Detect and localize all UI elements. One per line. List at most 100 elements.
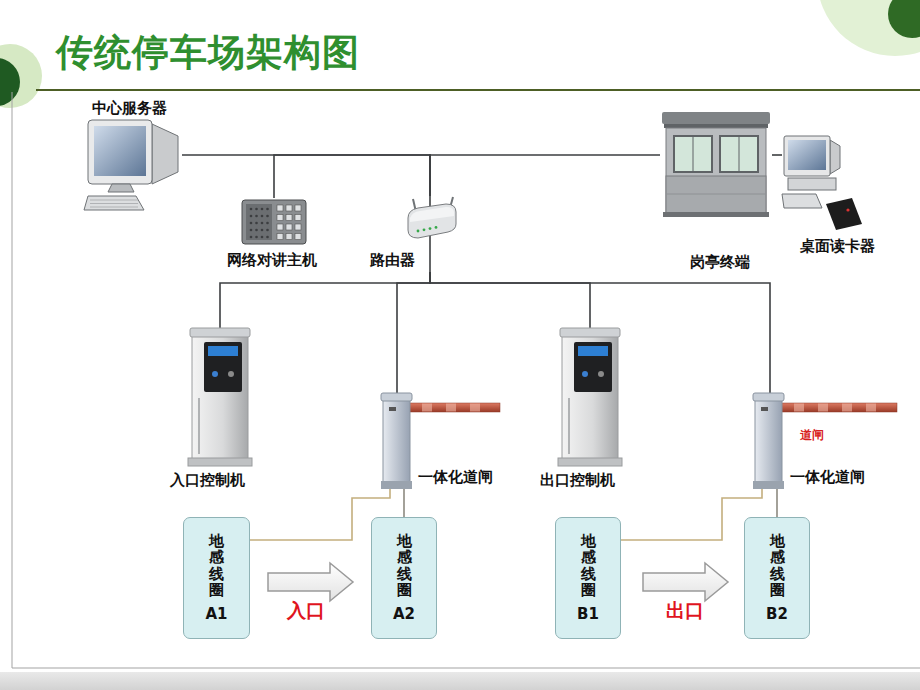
keypad-button (277, 205, 283, 211)
speaker-hole (255, 229, 258, 232)
footer-band (0, 672, 920, 690)
desktop-case (788, 178, 836, 190)
loop-code: B1 (577, 604, 599, 624)
direction-arrow (268, 563, 353, 601)
network-cable (430, 272, 590, 328)
corner-ornament (817, 0, 920, 56)
monitor-bezel (88, 120, 152, 184)
loop-code: B2 (766, 604, 788, 624)
window-frame (739, 136, 740, 172)
keyboard-keys (90, 200, 138, 201)
ground-loop: 地感线圈B1 (555, 517, 621, 639)
speaker-hole (255, 208, 258, 211)
kiosk-display (578, 346, 608, 356)
speaker-hole (255, 222, 258, 225)
device-label: 岗亭终端 (690, 252, 750, 272)
booth-eave (664, 124, 768, 128)
guard-booth-terminal: 岗亭终端 (660, 108, 772, 274)
speaker-hole (250, 229, 253, 232)
entry-controller: 入口控制机 (168, 328, 268, 492)
device-label: 出口控制机 (540, 470, 615, 490)
keyboard (782, 194, 822, 208)
corner-ornament (0, 58, 20, 106)
kiosk-button (582, 371, 588, 377)
speaker-hole (255, 236, 258, 239)
keypad-button (295, 224, 301, 230)
barrier-column (383, 399, 410, 483)
router: 路由器 (370, 196, 460, 272)
device-label: 路由器 (370, 250, 415, 270)
arm-stripe (794, 404, 804, 412)
arm-stripe (818, 404, 828, 412)
network-cable (430, 155, 660, 196)
speaker-hole (250, 222, 253, 225)
loop-code: A1 (205, 604, 227, 624)
speaker-hole (266, 215, 269, 218)
keypad-button (286, 224, 292, 230)
monitor-back (152, 124, 178, 184)
keypad-button (295, 215, 301, 221)
arm-stripe (866, 404, 876, 412)
loop-name: 地感线圈 (770, 533, 785, 599)
device-label: 入口控制机 (170, 470, 245, 490)
booth-window (720, 136, 758, 172)
network-cable (220, 272, 430, 328)
loop-wire (403, 489, 405, 517)
booth-panel (666, 176, 766, 214)
kiosk-head (204, 342, 242, 392)
kiosk-head (574, 342, 612, 392)
loop-code: A2 (393, 604, 415, 624)
arm-stripe (470, 404, 480, 412)
ground-loop: 地感线圈A2 (371, 517, 437, 639)
barrier-lamp (761, 407, 768, 411)
keypad-button (277, 224, 283, 230)
direction-label: 入口 (287, 598, 325, 624)
booth-base (663, 212, 769, 217)
keyboard (84, 196, 144, 210)
status-light (435, 226, 438, 229)
kiosk-body (562, 334, 618, 462)
booth-icon (660, 108, 772, 272)
direction-arrow (643, 563, 728, 601)
ground-loop: 地感线圈 B2 (744, 517, 810, 639)
network-cable (182, 155, 430, 196)
speaker-hole (255, 215, 258, 218)
loop-wire (776, 489, 778, 517)
speaker-hole (261, 236, 264, 239)
barrier-base (381, 481, 412, 489)
keypad-button (295, 205, 301, 211)
keypad-button (277, 215, 283, 221)
status-light (423, 228, 426, 231)
intercom-host: 网络对讲主机 (216, 198, 328, 272)
network-cable (772, 154, 782, 156)
speaker-hole (261, 229, 264, 232)
barrier-arm (408, 403, 500, 412)
arm-stripe (446, 404, 456, 412)
keypad-button (286, 215, 292, 221)
kiosk-icon (168, 328, 268, 492)
speaker-hole (250, 236, 253, 239)
barrier-lamp (389, 407, 396, 411)
arm-stripe (842, 404, 852, 412)
kiosk-base (188, 458, 252, 466)
barrier-cap (753, 393, 784, 401)
frame-line (12, 668, 920, 669)
barrier-column (755, 399, 782, 483)
desktop-card-reader: 桌面读卡器 (782, 130, 892, 258)
speaker-hole (250, 208, 253, 211)
device-label: 桌面读卡器 (800, 236, 875, 256)
device-label: 一体化道闸 (790, 467, 865, 487)
keypad-button (286, 205, 292, 211)
router-body (408, 204, 456, 238)
monitor-screen (788, 140, 826, 170)
speaker-grille (246, 204, 272, 240)
keypad-button (277, 234, 283, 240)
intercom-panel (242, 200, 306, 244)
window-frame (693, 136, 694, 172)
monitor-back (830, 140, 840, 174)
kiosk-button (228, 371, 234, 377)
loop-name: 地感线圈 (209, 533, 224, 599)
slide-title: 传统停车场架构图 (56, 30, 360, 76)
speaker-hole (266, 236, 269, 239)
arm-stripe (422, 404, 432, 412)
